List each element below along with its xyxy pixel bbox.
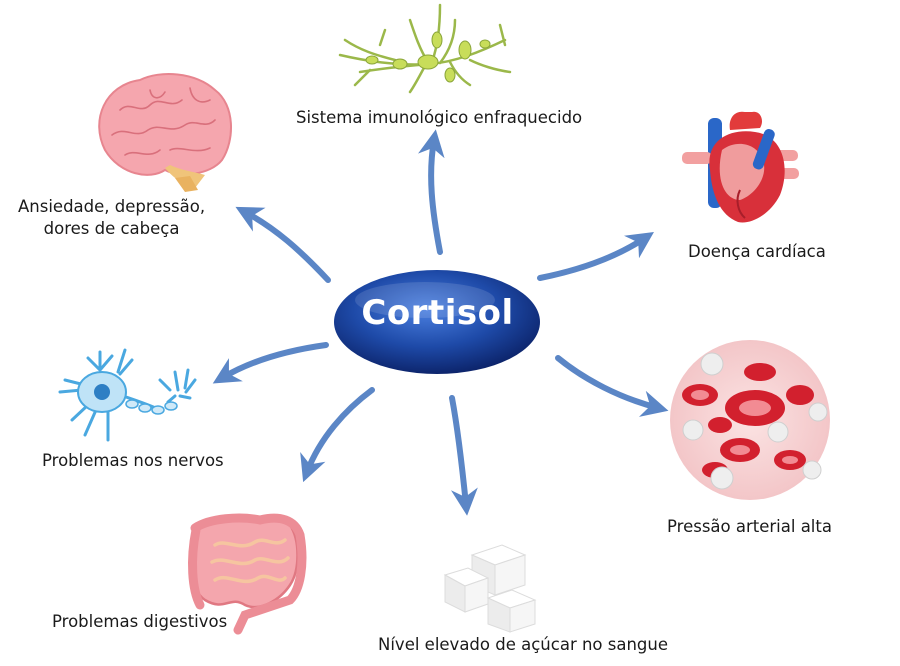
label-immune: Sistema imunológico enfraquecido [296,108,583,127]
arrow-to-heart [537,232,654,281]
label-blood-pressure: Pressão arterial alta [667,517,832,536]
neuron-body [77,371,178,415]
arrow-to-sugar [449,395,478,516]
label-anxiety-line1: Ansiedade, depressão, [18,197,206,216]
arrow-to-anxiety [235,206,331,283]
blood-cells-icon [670,340,830,500]
arrow-to-digestive [300,387,375,483]
arrows [212,129,669,516]
arrow-to-blood-pressure [555,355,669,417]
heart-icon [682,111,799,223]
label-anxiety: Ansiedade, depressão, dores de cabeça [18,196,205,241]
arrow-to-immune [417,129,445,255]
label-nerves: Problemas nos nervos [42,451,224,470]
label-sugar: Nível elevado de açúcar no sangue [378,635,669,654]
label-heart: Doença cardíaca [688,242,826,261]
brain-icon [98,73,232,192]
intestines-icon [188,513,307,635]
label-anxiety-line2: dores de cabeça [43,219,180,239]
neuron-network-icon [338,3,512,94]
arrow-to-nerves [212,342,329,384]
sugar-cubes-icon [443,544,537,633]
cortisol-ellipse [334,270,540,374]
label-digestive: Problemas digestivos [52,612,228,631]
center-label-cortisol: Cortisol [361,293,514,333]
